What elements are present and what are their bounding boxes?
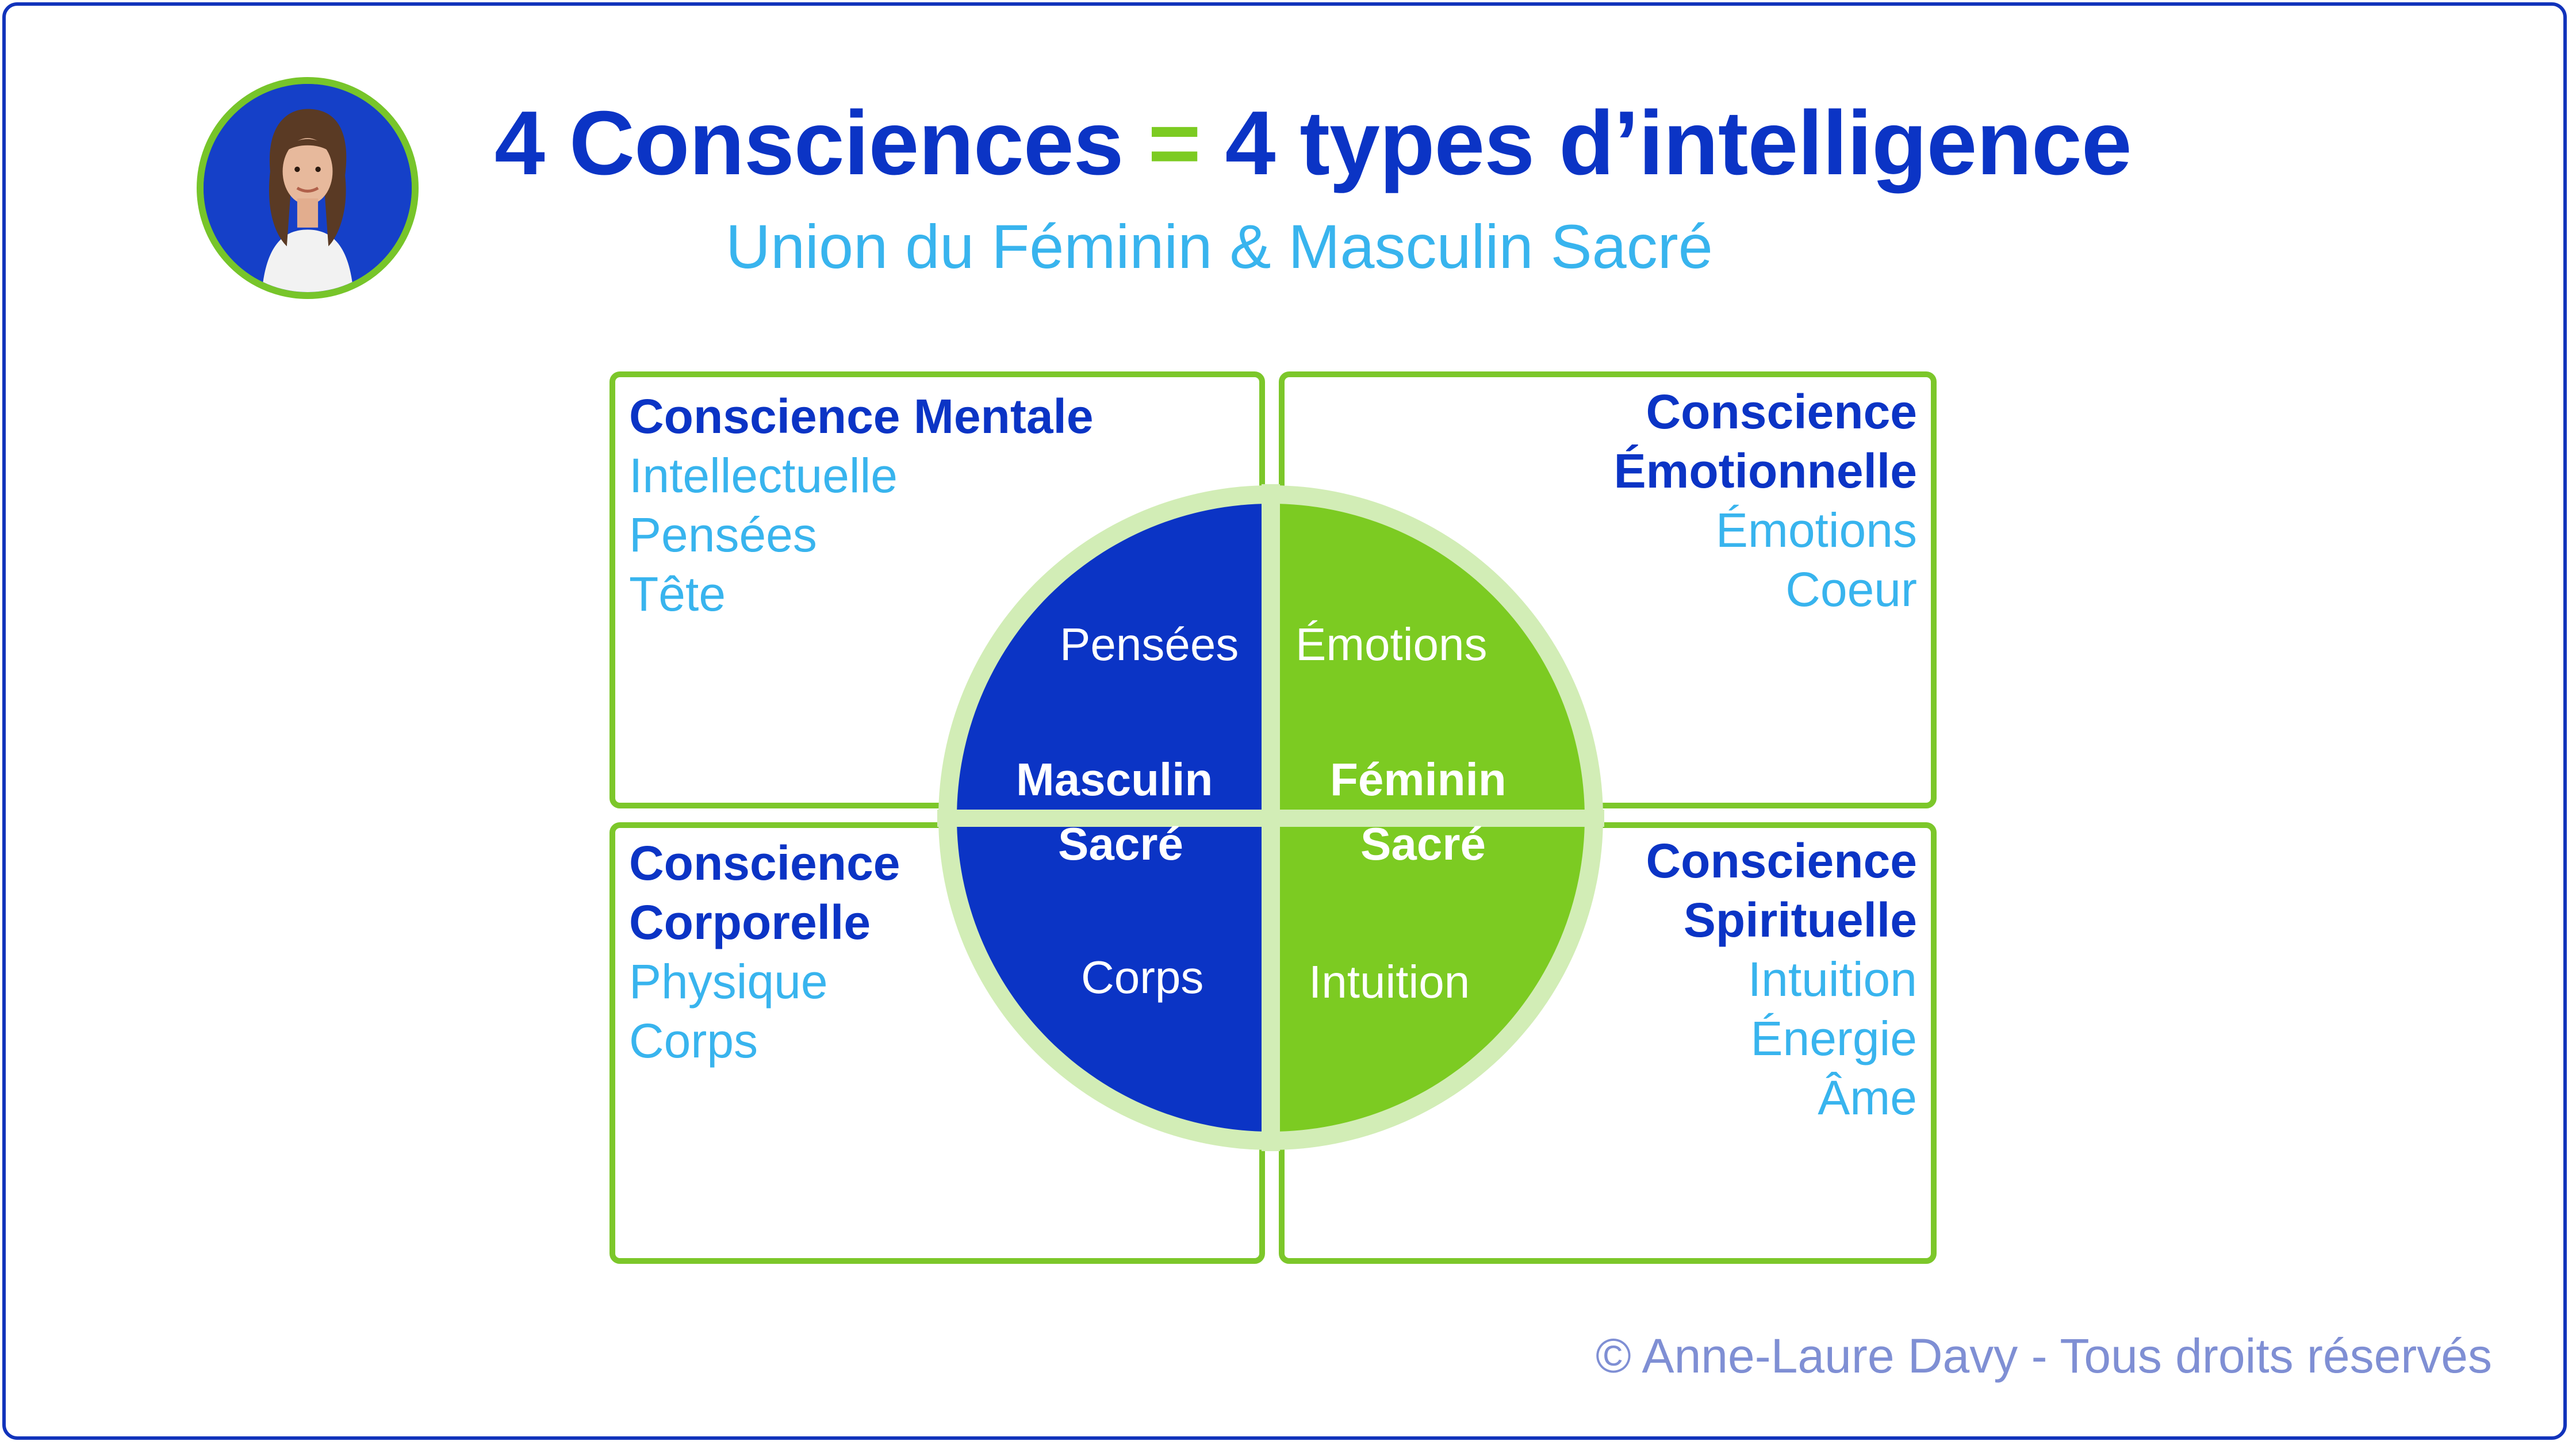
quadrant-item: Intuition bbox=[1747, 952, 1917, 1006]
title-equals: = bbox=[1148, 93, 1201, 194]
quadrant-heading: Émotionnelle bbox=[1613, 444, 1917, 498]
quadrant-heading: Conscience bbox=[629, 836, 900, 890]
quadrant-heading: Conscience bbox=[1646, 385, 1917, 439]
quadrant-heading: Spirituelle bbox=[1683, 893, 1917, 947]
quadrant-text-mentale: Conscience Mentale Intellectuelle Pensée… bbox=[629, 387, 1094, 624]
circle-label-masculin: Masculin bbox=[1016, 754, 1213, 805]
circle-label-feminin: Féminin bbox=[1330, 754, 1506, 805]
circle-label-feminin-sacre: Sacré bbox=[1360, 818, 1486, 869]
quadrant-text-spirituelle: Conscience Spirituelle Intuition Énergie… bbox=[1646, 831, 1917, 1128]
quadrant-item: Corps bbox=[629, 1014, 758, 1068]
central-circle bbox=[937, 484, 1604, 1151]
quadrant-item: Âme bbox=[1818, 1071, 1917, 1125]
quadrant-item: Pensées bbox=[629, 508, 817, 562]
copyright-text: © Anne-Laure Davy - Tous droits réservés bbox=[1595, 1329, 2492, 1383]
circle-label-emotions: Émotions bbox=[1295, 619, 1488, 670]
circle-label-corps: Corps bbox=[1081, 952, 1204, 1003]
quadrant-item: Physique bbox=[629, 954, 828, 1009]
circle-label-pensees: Pensées bbox=[1060, 619, 1239, 670]
circle-label-intuition: Intuition bbox=[1309, 956, 1470, 1007]
quadrant-heading: Corporelle bbox=[629, 895, 871, 949]
quadrant-text-corporelle: Conscience Corporelle Physique Corps bbox=[629, 834, 900, 1071]
quadrant-item: Énergie bbox=[1750, 1011, 1917, 1065]
page-title: 4 Consciences = 4 types d’intelligence bbox=[494, 98, 2132, 189]
quadrant-item: Coeur bbox=[1785, 562, 1917, 616]
avatar bbox=[197, 77, 419, 299]
quadrant-item: Émotions bbox=[1715, 503, 1917, 557]
quadrant-item: Intellectuelle bbox=[629, 448, 898, 503]
portrait-icon bbox=[204, 84, 412, 292]
title-part-1: 4 Consciences bbox=[494, 93, 1124, 194]
title-part-2: 4 types d’intelligence bbox=[1225, 93, 2132, 194]
quadrant-heading: Conscience Mentale bbox=[629, 389, 1094, 443]
quadrant-text-emotionnelle: Conscience Émotionnelle Émotions Coeur bbox=[1614, 382, 1917, 619]
page-subtitle: Union du Féminin & Masculin Sacré bbox=[726, 212, 1713, 281]
circle-label-masculin-sacre: Sacré bbox=[1058, 818, 1183, 869]
quadrant-heading: Conscience bbox=[1646, 834, 1917, 888]
quadrant-item: Tête bbox=[629, 567, 726, 621]
